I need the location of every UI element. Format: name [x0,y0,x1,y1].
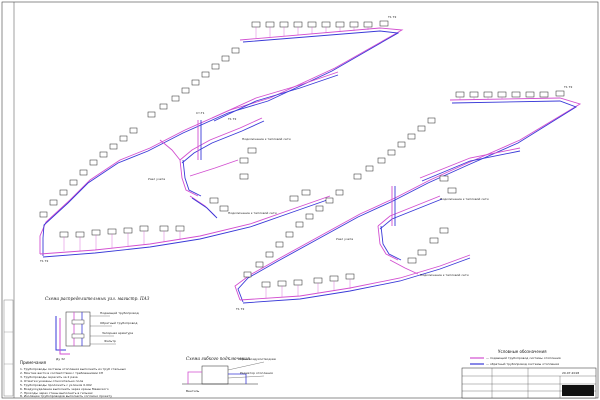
detail-scheme-support: Схема гибкого подключения Кран воздухоот… [182,356,276,393]
svg-text:Подключение к тепловой сети: Подключение к тепловой сети [420,273,469,277]
right-isometric-scheme: Подключение к тепловой сети Подключение … [234,85,582,311]
right-top-radiators [243,90,565,278]
svg-text:Т1 Т2: Т1 Т2 [235,307,245,311]
note-line: 6. Воздухоудаление выполнить через краны… [20,387,109,391]
svg-text:Ду 32: Ду 32 [56,357,65,361]
left-bottom-radiators [59,147,311,238]
svg-text:Радиатор отопления: Радиатор отопления [240,371,273,375]
note-line: 7. Проходы через стены выполнить в гильз… [20,391,93,395]
left-radiator-connections [63,27,369,251]
right-annotations: Подключение к тепловой сети Подключение … [235,85,573,311]
right-radiator-connections [265,97,503,298]
left-pipe-network [39,27,404,258]
svg-text:Обратный трубопровод: Обратный трубопровод [100,321,137,325]
note-line: 4. Отметки указаны относительно пола [20,379,83,383]
svg-text:Вентиль: Вентиль [186,389,199,393]
stamp-code: 20.07.2018 [562,371,579,375]
left-annotations: Т1 Т2 Ст.Т1 Подключение к тепловой сети … [39,15,397,263]
note-line: 2. Монтаж вести в соответствии с требова… [20,371,103,375]
note-line: 5. Трубопроводы проложить с уклоном 0.00… [20,383,92,387]
title-block: 20.07.2018 [461,367,597,399]
svg-text:Кран воздухоотводчик: Кран воздухоотводчик [240,357,276,361]
svg-text:Подключение к тепловой сети: Подключение к тепловой сети [228,211,277,215]
svg-text:Т1 Т2: Т1 Т2 [39,259,49,263]
legend-return: — обратный трубопровод системы отопления [486,362,559,366]
note-line: 8. Изоляцию трубопроводов выполнить согл… [20,394,112,398]
svg-text:Фильтр: Фильтр [104,339,116,343]
svg-text:Узел учета: Узел учета [336,237,353,241]
svg-text:Узел учета: Узел учета [148,177,165,181]
legend-heading: Условные обозначения [498,349,547,354]
notes-heading: Примечания [20,360,47,365]
svg-text:Т1 Т2: Т1 Т2 [563,85,573,89]
svg-text:Т1 Т2: Т1 Т2 [387,15,397,19]
detail-scheme-main: Схема распределительных узл. магистр. ПА… [45,296,150,361]
legend-supply: — подающий трубопровод системы отопления [486,356,561,360]
left-top-radiators [39,20,389,218]
note-line: 1. Трубопроводы системы отопления выполн… [20,367,126,371]
svg-text:Запорная арматура: Запорная арматура [102,331,133,335]
legend-block: Условные обозначения — подающий трубопро… [470,349,561,366]
note-line: 3. Трубопроводы окрасить за 2 раза [20,375,78,379]
right-pipe-network [234,97,582,304]
svg-text:Подключение к тепловой сети: Подключение к тепловой сети [242,137,291,141]
left-isometric-scheme: Т1 Т2 Ст.Т1 Подключение к тепловой сети … [39,15,404,263]
svg-text:Подключение к тепловой сети: Подключение к тепловой сети [440,197,489,201]
notes-block: Примечания 1. Трубопроводы системы отопл… [20,360,126,398]
detail-scheme-main-title: Схема распределительных узл. магистр. ПА… [45,296,150,301]
svg-text:Подающий трубопровод: Подающий трубопровод [100,311,139,315]
svg-text:Т1 Т2: Т1 Т2 [227,117,237,121]
svg-text:Ст.Т1: Ст.Т1 [196,111,205,115]
detail-scheme-support-title: Схема гибкого подключения [186,356,250,361]
